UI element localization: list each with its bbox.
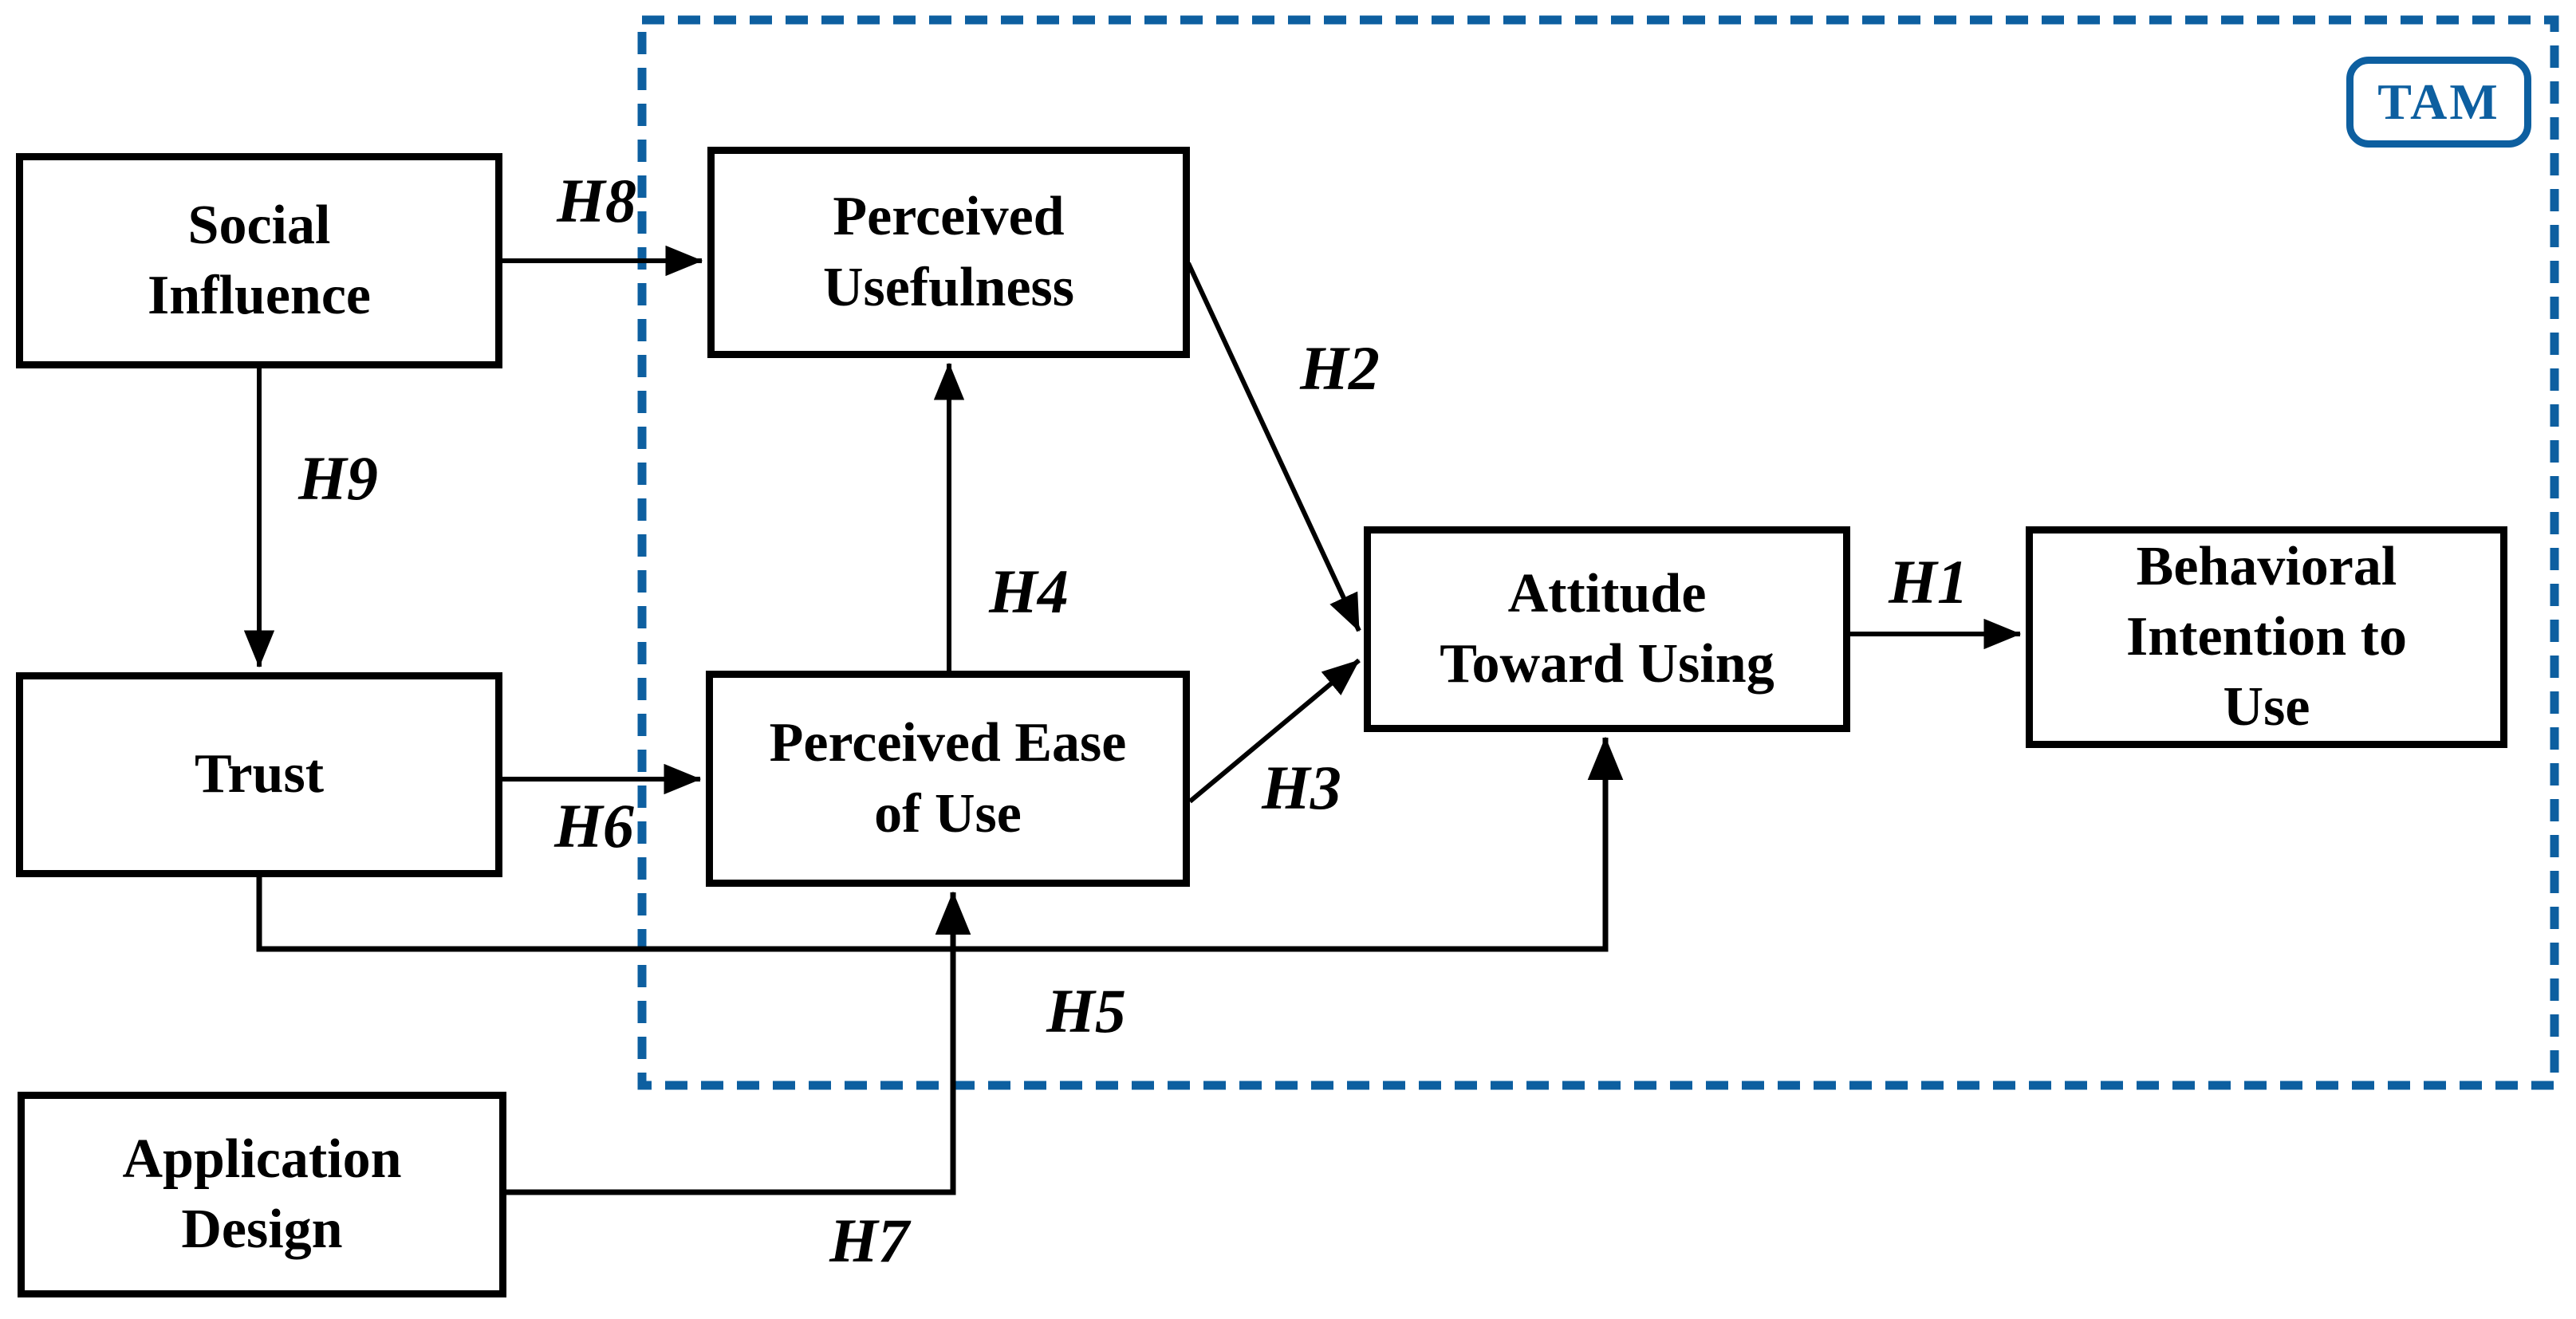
edge-label-h5: H5	[1046, 976, 1126, 1045]
edge-h3-line	[1188, 658, 1361, 804]
edge-label-h4: H4	[989, 557, 1069, 626]
edge-h5-line	[256, 736, 1624, 952]
edge-label-h3: H3	[1262, 753, 1341, 822]
edge-label-h7: H7	[829, 1206, 909, 1275]
node-behavioral-intention-to-use: Behavioral Intention to Use	[2026, 526, 2507, 748]
edge-label-h1: H1	[1889, 547, 1968, 616]
edge-label-h8: H8	[557, 166, 636, 235]
node-perceived-ease-of-use: Perceived Ease of Use	[706, 671, 1190, 887]
node-trust: Trust	[16, 672, 502, 877]
edge-label-h6: H6	[554, 791, 634, 860]
tam-boundary-dashed-box	[637, 15, 2559, 1090]
tam-model-badge: TAM	[2346, 57, 2531, 148]
edge-h2-line	[1186, 262, 1361, 632]
edge-h7-line	[506, 891, 971, 1195]
node-social-influence: Social Influence	[16, 153, 502, 368]
edge-label-h9: H9	[298, 443, 378, 513]
edge-label-h2: H2	[1300, 333, 1380, 403]
node-attitude-toward-using: Attitude Toward Using	[1364, 526, 1850, 732]
node-application-design: Application Design	[18, 1092, 506, 1297]
node-perceived-usefulness: Perceived Usefulness	[707, 147, 1190, 358]
